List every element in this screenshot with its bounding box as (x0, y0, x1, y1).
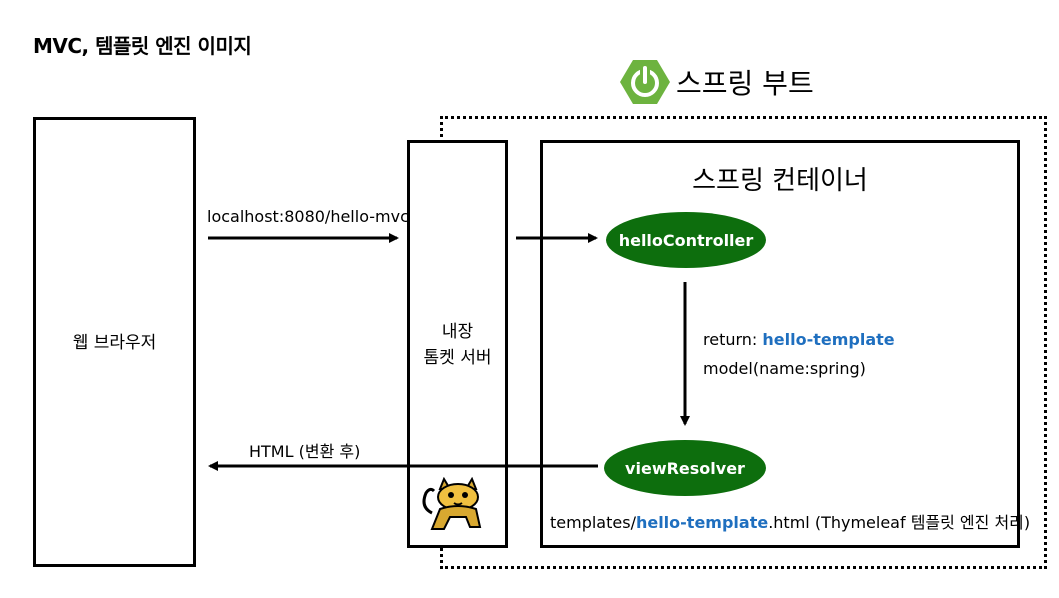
template-path-name: hello-template (635, 513, 769, 532)
request-url-label: localhost:8080/hello-mvc (207, 207, 409, 226)
tomcat-server-box: 내장 톰켓 서버 (407, 140, 508, 548)
hello-controller-node: helloController (606, 212, 766, 268)
template-path-suffix: .html (Thymeleaf 템플릿 엔진 처리) (768, 513, 1031, 532)
return-prefix: return: (703, 330, 763, 349)
tomcat-cat-icon (418, 476, 498, 535)
spring-boot-title: 스프링 부트 (676, 67, 814, 100)
web-browser-box: 웹 브라우저 (33, 117, 196, 567)
tomcat-label-line2: 톰켓 서버 (423, 348, 492, 368)
view-resolver-node: viewResolver (604, 440, 766, 496)
web-browser-label: 웹 브라우저 (72, 333, 157, 353)
template-path-prefix: templates/ (550, 513, 636, 532)
return-label: return: hello-template (703, 330, 895, 349)
spring-power-icon (619, 58, 671, 106)
spring-container-title: 스프링 컨테이너 (692, 166, 868, 196)
page-title: MVC, 템플릿 엔진 이미지 (33, 34, 252, 58)
model-label: model(name:spring) (703, 359, 866, 378)
return-value: hello-template (762, 330, 895, 349)
tomcat-label-line1: 내장 (441, 322, 474, 342)
template-path-label: templates/hello-template.html (Thymeleaf… (550, 509, 1030, 533)
html-response-label: HTML (변환 후) (249, 442, 361, 461)
